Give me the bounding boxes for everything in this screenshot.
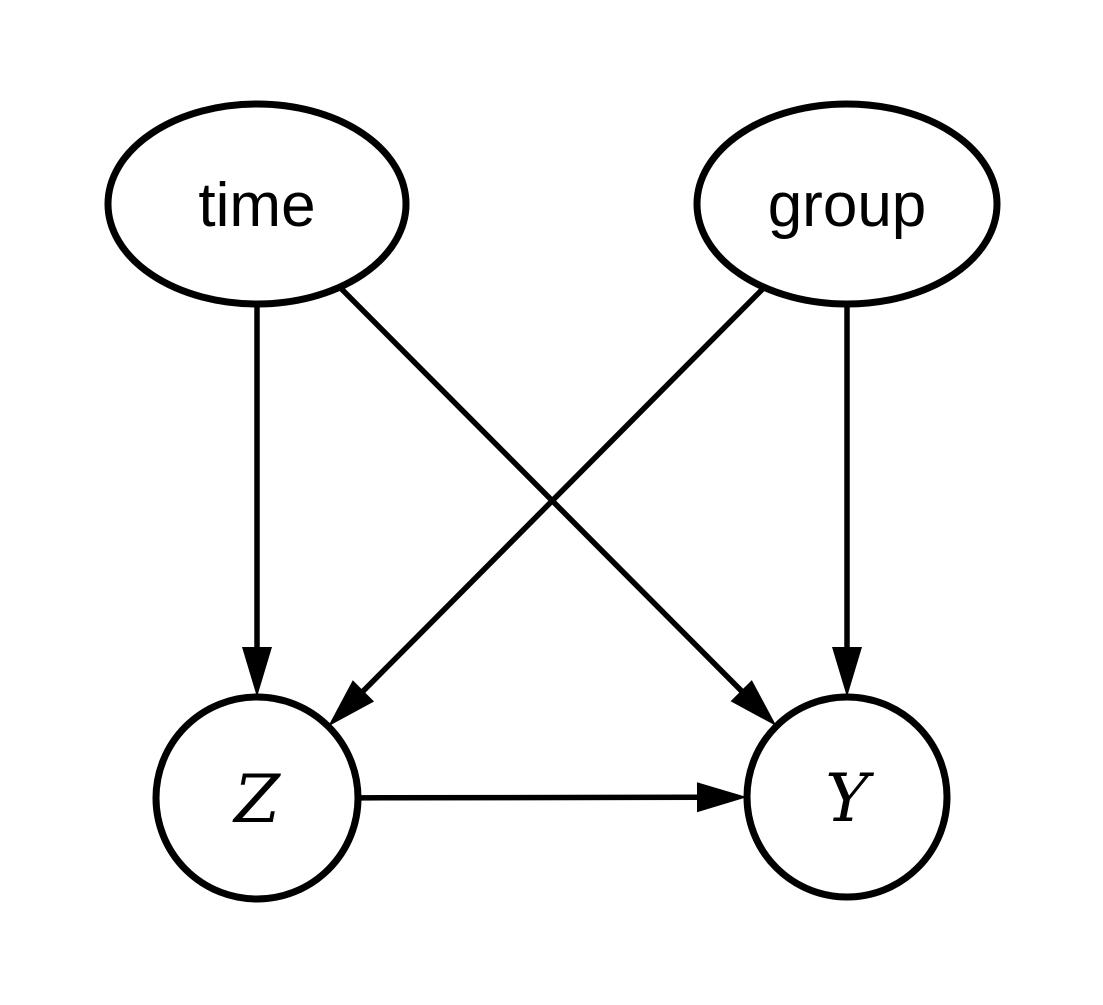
arrowhead-Z-to-Y — [696, 782, 748, 813]
edge-time-to-Y-shaft — [337, 285, 746, 696]
edge-group-to-Z — [328, 285, 767, 727]
node-Y-label: Y — [825, 760, 874, 837]
arrowhead-group-to-Z — [328, 680, 375, 727]
node-Y: Y — [743, 693, 951, 901]
arrowhead-time-to-Y — [730, 680, 777, 727]
node-time: time — [104, 100, 410, 308]
node-Z: Z — [152, 693, 362, 903]
edge-time-to-Z — [242, 304, 272, 697]
edge-group-to-Z-shaft — [358, 285, 767, 696]
node-group-label: group — [768, 171, 927, 240]
edge-Z-to-Y — [357, 782, 748, 813]
edge-group-to-Y — [832, 304, 862, 697]
arrowhead-time-to-Z — [242, 647, 272, 697]
edge-Z-to-Y-shaft — [357, 794, 702, 801]
node-Z-label: Z — [232, 761, 281, 838]
arrowhead-group-to-Y — [832, 647, 862, 697]
edge-time-to-Y — [337, 285, 777, 727]
node-time-label: time — [198, 171, 315, 240]
node-group: group — [693, 100, 1001, 308]
